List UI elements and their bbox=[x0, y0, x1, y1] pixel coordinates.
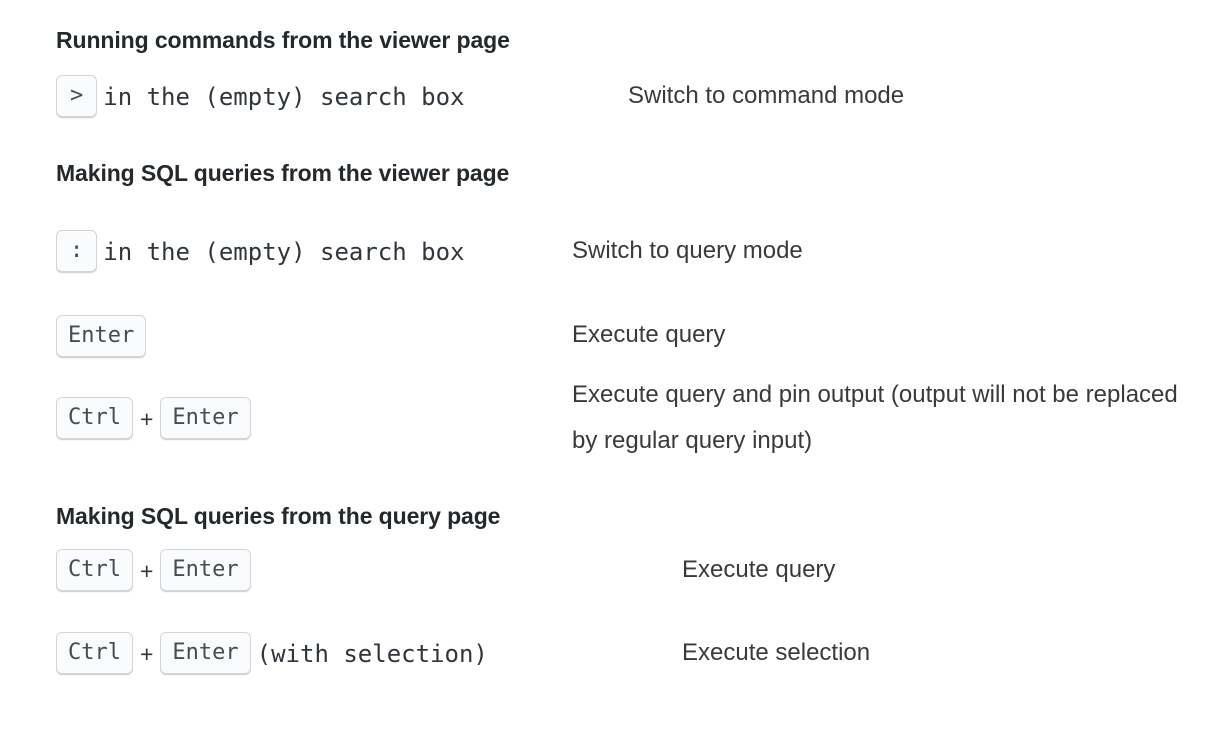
shortcut-description: Switch to command mode bbox=[628, 82, 905, 109]
shortcut-keys-cell: Enter bbox=[56, 305, 572, 365]
shortcuts-table: Ctrl+Enter Execute query Ctrl+Enter(with… bbox=[56, 540, 1196, 706]
shortcut-context-text: in the (empty) search box bbox=[103, 82, 465, 111]
kbd-key-enter[interactable]: Enter bbox=[56, 314, 147, 358]
shortcut-keys-cell: Ctrl+Enter(with selection) bbox=[56, 600, 682, 706]
kbd-key-ctrl[interactable]: Ctrl bbox=[56, 397, 133, 440]
shortcut-description: Execute query and pin output (output wil… bbox=[572, 381, 1178, 454]
table-row: Ctrl+Enter Execute query bbox=[56, 540, 1196, 600]
shortcut-description: Execute selection bbox=[682, 639, 871, 666]
section-heading: Making SQL queries from the query page bbox=[56, 503, 501, 529]
kbd-key-greater-than[interactable]: > bbox=[56, 75, 98, 118]
table-row: :in the (empty) search box Switch to que… bbox=[56, 197, 1196, 305]
table-row: Enter Execute query bbox=[56, 305, 1196, 365]
section-heading: Making SQL queries from the viewer page bbox=[56, 160, 510, 186]
shortcuts-page: Running commands from the viewer page >i… bbox=[56, 0, 1224, 706]
section-heading: Running commands from the viewer page bbox=[56, 27, 510, 53]
kbd-key-ctrl[interactable]: Ctrl bbox=[56, 632, 133, 675]
kbd-key-enter[interactable]: Enter bbox=[160, 632, 251, 675]
shortcut-description: Execute query bbox=[682, 556, 836, 583]
shortcut-keys-cell: Ctrl+Enter bbox=[56, 540, 682, 600]
shortcut-description: Switch to query mode bbox=[572, 237, 803, 264]
kbd-key-ctrl[interactable]: Ctrl bbox=[56, 549, 133, 592]
shortcut-context-text: in the (empty) search box bbox=[103, 237, 465, 266]
section-sql-viewer-page: Making SQL queries from the viewer page … bbox=[56, 126, 1224, 471]
section-sql-query-page: Making SQL queries from the query page C… bbox=[56, 471, 1224, 706]
section-running-commands: Running commands from the viewer page >i… bbox=[56, 0, 1224, 126]
table-row: Ctrl+Enter Execute query and pin output … bbox=[56, 365, 1196, 471]
key-combo-separator: + bbox=[139, 640, 154, 667]
key-combo-separator: + bbox=[139, 557, 154, 584]
shortcut-keys-cell: Ctrl+Enter bbox=[56, 365, 572, 471]
table-row: >in the (empty) search box Switch to com… bbox=[56, 66, 1196, 126]
shortcuts-table: >in the (empty) search box Switch to com… bbox=[56, 66, 1196, 126]
key-combo-separator: + bbox=[139, 405, 154, 432]
shortcut-description: Execute query bbox=[572, 321, 726, 348]
kbd-key-enter[interactable]: Enter bbox=[160, 397, 251, 440]
table-row: Ctrl+Enter(with selection) Execute selec… bbox=[56, 600, 1196, 706]
shortcut-context-text: (with selection) bbox=[256, 639, 488, 668]
shortcut-keys-cell: >in the (empty) search box bbox=[56, 66, 628, 126]
shortcut-keys-cell: :in the (empty) search box bbox=[56, 197, 572, 305]
shortcuts-table: :in the (empty) search box Switch to que… bbox=[56, 197, 1196, 471]
kbd-key-colon[interactable]: : bbox=[56, 230, 98, 273]
kbd-key-enter[interactable]: Enter bbox=[160, 549, 251, 592]
